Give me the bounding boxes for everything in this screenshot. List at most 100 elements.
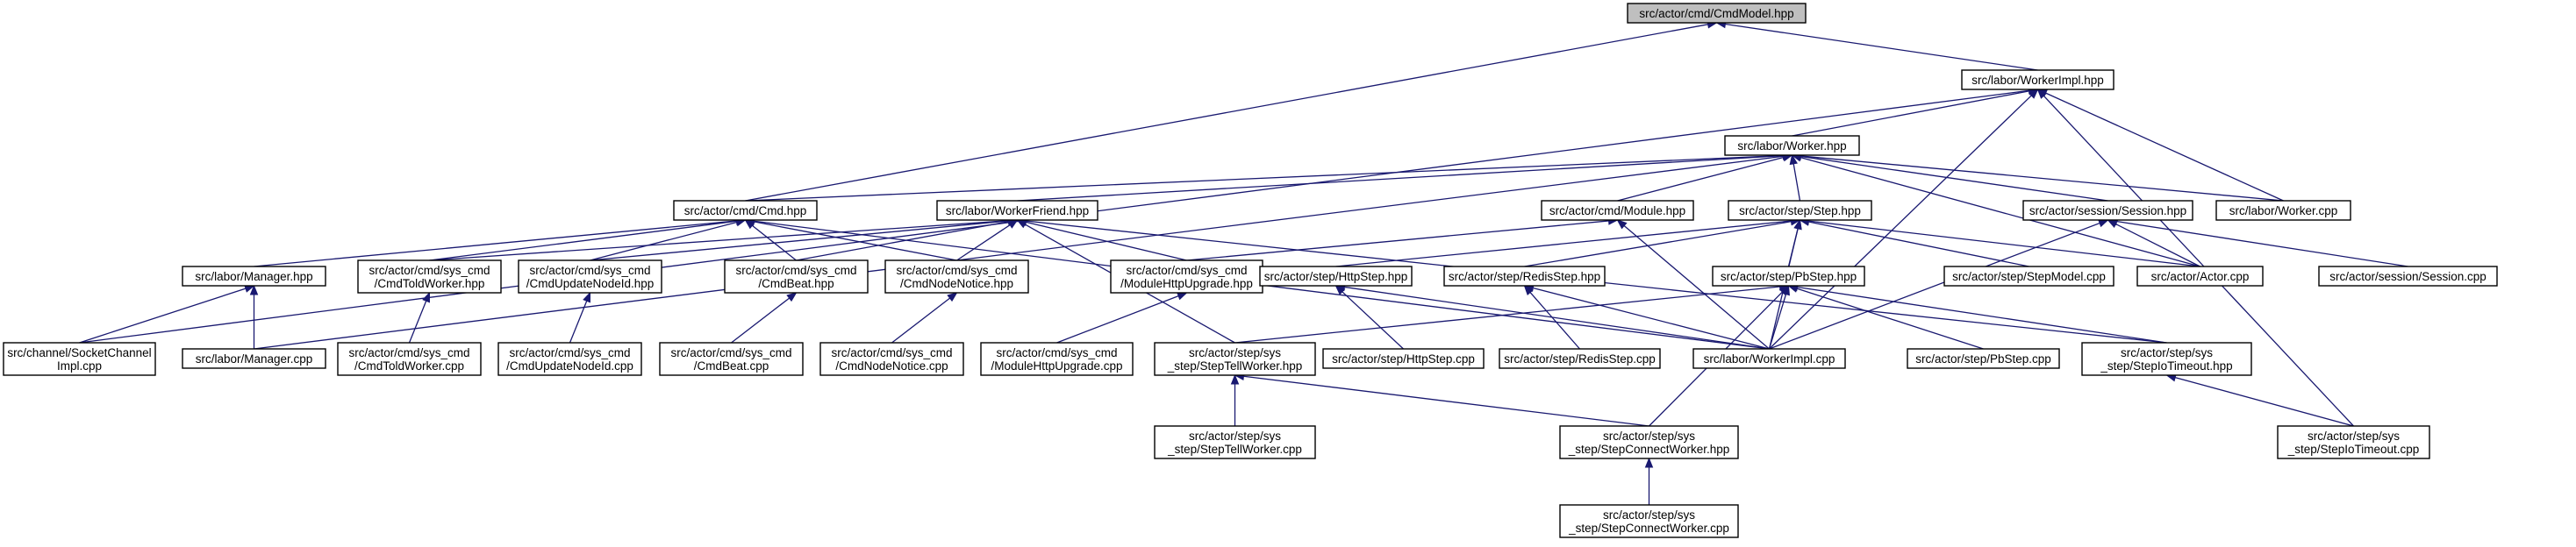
node-stepiotimeout-hpp[interactable]: src/actor/step/sys_step/StepIoTimeout.hp… — [2081, 342, 2252, 376]
edge-cmdnotice_h-to-cmdnotice_cpp — [891, 292, 958, 344]
node-box — [1627, 3, 1807, 24]
node-pbstep-cpp[interactable]: src/actor/step/PbStep.cpp — [1907, 348, 2060, 369]
edge-line — [1533, 287, 1770, 350]
edge-arrowhead — [947, 292, 958, 302]
edge-line — [745, 154, 1784, 202]
node-cmdtoldworker-hpp[interactable]: src/actor/cmd/sys_cmd/CmdToldWorker.hpp — [357, 259, 502, 294]
edge-line — [429, 220, 737, 261]
edge-line — [731, 297, 790, 344]
node-label: src/labor/Manager.cpp — [196, 352, 313, 366]
node-stepiotimeout-cpp[interactable]: src/actor/step/sys_step/StepIoTimeout.cp… — [2277, 425, 2430, 459]
edge-line — [429, 220, 1009, 261]
node-stepconnectworker-hpp[interactable]: src/actor/step/sys_step/StepConnectWorke… — [1559, 425, 1739, 459]
edge-line — [590, 220, 1009, 261]
node-module-hpp[interactable]: src/actor/cmd/Module.hpp — [1541, 200, 1694, 221]
node-manager-hpp[interactable]: src/labor/Manager.hpp — [182, 266, 326, 287]
edge-line — [1800, 155, 2108, 202]
edge-pbstep_h-to-pbstep_cpp — [1787, 284, 1984, 350]
node-box — [337, 342, 482, 376]
edge-line — [754, 221, 957, 261]
edge-workerfriend_h-to-modhttp_h — [1016, 217, 1187, 261]
node-worker-hpp[interactable]: src/labor/Worker.hpp — [1724, 135, 1860, 156]
edge-line — [2115, 223, 2200, 267]
node-box — [724, 259, 869, 294]
edge-worker_h-to-worker_cpp — [1791, 152, 2284, 202]
edge-line — [1800, 155, 2284, 202]
node-httpstep-hpp[interactable]: src/actor/step/HttpStep.hpp — [1259, 266, 1413, 287]
node-box — [884, 259, 1029, 294]
edge-line — [1524, 221, 1792, 267]
node-cmdtoldworker-cpp[interactable]: src/actor/cmd/sys_cmd/CmdToldWorker.cpp — [337, 342, 482, 376]
node-workerimpl-hpp[interactable]: src/labor/WorkerImpl.hpp — [1961, 69, 2114, 90]
node-workerimpl-cpp[interactable]: src/labor/WorkerImpl.cpp — [1692, 348, 1846, 369]
node-session-hpp[interactable]: src/actor/session/Session.hpp — [2022, 200, 2193, 221]
node-cmdupdatenodeid-hpp[interactable]: src/actor/cmd/sys_cmd/CmdUpdateNodeId.hp… — [518, 259, 662, 294]
node-label: src/actor/session/Session.cpp — [2329, 270, 2487, 283]
edge-workerimpl_h-to-worker_cpp — [2036, 89, 2284, 202]
edge-arrowhead — [1644, 457, 1654, 468]
node-redisstep-hpp[interactable]: src/actor/step/RedisStep.hpp — [1443, 266, 1606, 287]
edge-arrowhead — [1230, 373, 1240, 385]
node-modulehttpupgrade-hpp[interactable]: src/actor/cmd/sys_cmd/ModuleHttpUpgrade.… — [1110, 259, 1263, 294]
edge-manager_h-to-manager_cpp — [249, 284, 259, 349]
edge-line — [1769, 222, 2100, 350]
edge-workerfriend_h-to-cmdupdate_h — [590, 217, 1019, 261]
node-box — [3, 342, 156, 376]
node-cmd-hpp[interactable]: src/actor/cmd/Cmd.hpp — [673, 200, 818, 221]
node-box — [1728, 200, 1872, 221]
node-redisstep-cpp[interactable]: src/actor/step/RedisStep.cpp — [1499, 348, 1661, 369]
edge-line — [1056, 295, 1179, 344]
node-cmdnodenotice-hpp[interactable]: src/actor/cmd/sys_cmd/CmdNodeNotice.hpp — [884, 259, 1029, 294]
node-box — [182, 266, 326, 287]
edge-worker_h-to-module_h — [1617, 153, 1793, 202]
node-label: src/actor/step/StepModel.cpp — [1952, 270, 2106, 283]
node-label: /CmdBeat.cpp — [694, 359, 769, 373]
node-label: src/actor/cmd/sys_cmd — [896, 264, 1017, 277]
node-box — [659, 342, 804, 376]
edge-cmdupdate_h-to-cmdupdate_cpp — [569, 291, 591, 344]
node-box — [1110, 259, 1263, 294]
node-stepmodel-cpp[interactable]: src/actor/step/StepModel.cpp — [1943, 266, 2114, 287]
node-cmdnodenotice-cpp[interactable]: src/actor/cmd/sys_cmd/CmdNodeNotice.cpp — [819, 342, 964, 376]
edge-arrowhead — [249, 284, 259, 295]
node-session-cpp[interactable]: src/actor/session/Session.cpp — [2318, 266, 2498, 287]
node-steptellworker-cpp[interactable]: src/actor/step/sys_step/StepTellWorker.c… — [1154, 425, 1316, 459]
node-pbstep-hpp[interactable]: src/actor/step/PbStep.hpp — [1712, 266, 1865, 287]
node-cmdbeat-cpp[interactable]: src/actor/cmd/sys_cmd/CmdBeat.cpp — [659, 342, 804, 376]
node-stepconnectworker-cpp[interactable]: src/actor/step/sys_step/StepConnectWorke… — [1559, 504, 1739, 538]
node-box — [1692, 348, 1846, 369]
node-workerfriend-hpp[interactable]: src/labor/WorkerFriend.hpp — [936, 200, 1098, 221]
node-httpstep-cpp[interactable]: src/actor/step/HttpStep.cpp — [1322, 348, 1485, 369]
node-label: /ModuleHttpUpgrade.cpp — [991, 359, 1122, 373]
edge-line — [2116, 220, 2408, 267]
node-label: src/actor/cmd/Module.hpp — [1549, 204, 1685, 217]
node-label: /CmdNodeNotice.cpp — [835, 359, 948, 373]
edge-line — [745, 24, 1708, 202]
edge-cmd_h-to-cmdbeat_h — [744, 219, 797, 261]
node-box — [1559, 504, 1739, 538]
node-cmdbeat-hpp[interactable]: src/actor/cmd/sys_cmd/CmdBeat.hpp — [724, 259, 869, 294]
edge-cmdmodel-to-cmd_h — [745, 20, 1718, 202]
edge-line — [254, 220, 737, 267]
edge-arrowhead — [1176, 292, 1188, 301]
node-label: /CmdUpdateNodeId.hpp — [526, 277, 655, 290]
node-label: src/labor/WorkerFriend.hpp — [946, 204, 1089, 217]
node-box — [1154, 425, 1316, 459]
node-label: src/actor/cmd/Cmd.hpp — [684, 204, 807, 217]
edge-line — [1725, 23, 2038, 71]
node-box — [1443, 266, 1606, 287]
node-actor-cpp[interactable]: src/actor/Actor.cpp — [2136, 266, 2264, 287]
node-steptellworker-hpp[interactable]: src/actor/step/sys_step/StepTellWorker.h… — [1154, 342, 1316, 376]
node-label: _step/StepTellWorker.cpp — [1167, 443, 1302, 456]
node-worker-cpp[interactable]: src/labor/Worker.cpp — [2215, 200, 2351, 221]
node-step-hpp[interactable]: src/actor/step/Step.hpp — [1728, 200, 1872, 221]
node-label: src/actor/step/RedisStep.hpp — [1449, 270, 1600, 283]
node-manager-cpp[interactable]: src/labor/Manager.cpp — [182, 348, 326, 369]
node-modulehttpupgrade-cpp[interactable]: src/actor/cmd/sys_cmd/ModuleHttpUpgrade.… — [980, 342, 1134, 376]
edge-arrowhead — [1778, 285, 1790, 295]
edge-line — [1335, 220, 1792, 267]
node-label: src/labor/WorkerImpl.hpp — [1971, 74, 2104, 87]
node-label: src/actor/cmd/CmdModel.hpp — [1639, 7, 1793, 20]
node-cmdupdatenodeid-cpp[interactable]: src/actor/cmd/sys_cmd/CmdUpdateNodeId.cp… — [497, 342, 642, 376]
